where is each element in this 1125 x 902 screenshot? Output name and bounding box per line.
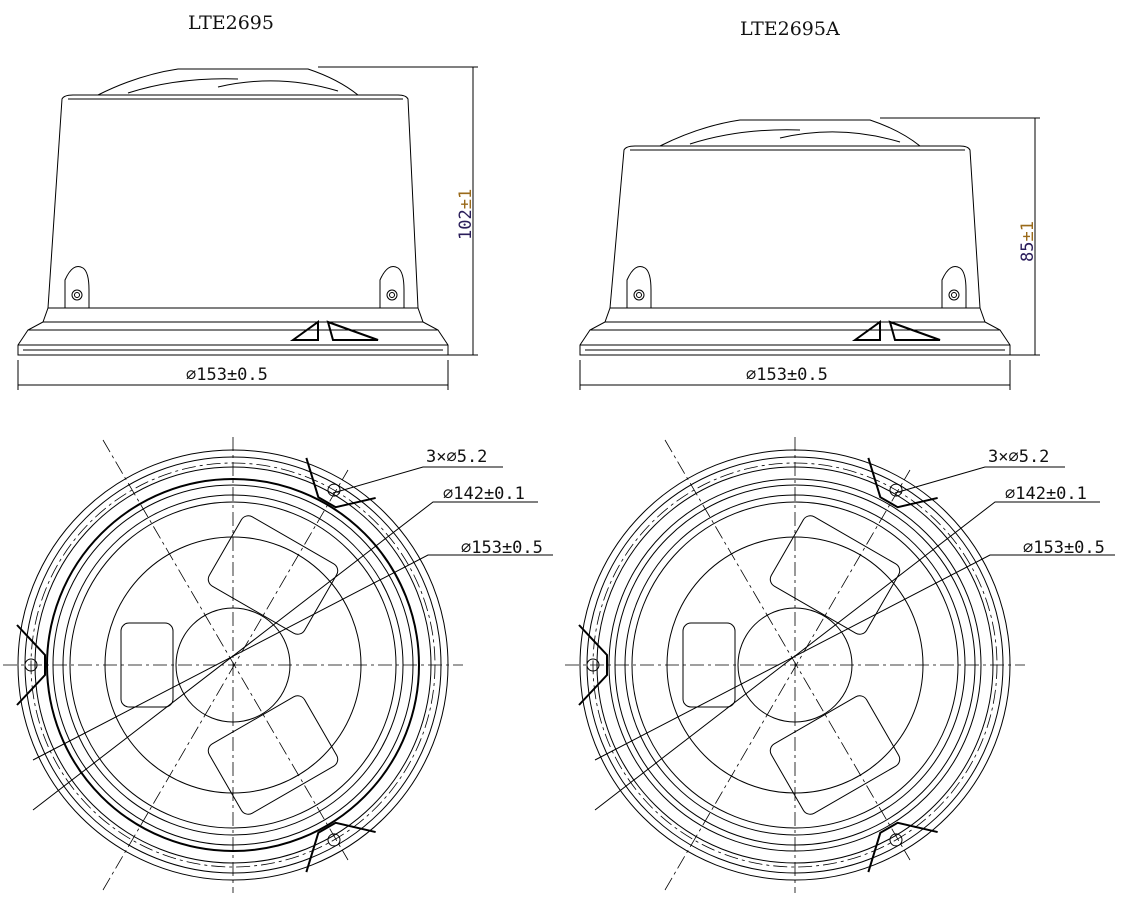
screw-icon [951,292,957,298]
bolt-circle [592,462,998,868]
base-outline [17,307,449,356]
leader-inner [594,501,1100,811]
window-rect [682,622,736,708]
mounting-ear [941,266,967,308]
centerline [102,469,349,891]
window-rect [120,622,174,708]
mounting-tab [867,457,938,509]
screw-icon [386,289,398,301]
diameter-dim-left: ⌀153±0.5 [186,365,268,385]
cap-detail [689,129,901,145]
centerline [664,439,911,861]
outer-ring [596,466,994,864]
center-circle [175,607,291,723]
housing-ring [46,478,420,852]
body-outline [609,145,981,309]
housing-ring [608,478,982,852]
mounting-ear [626,266,652,308]
screw-icon [633,289,645,301]
mounting-ear [64,266,90,308]
screw-icon [389,292,395,298]
leader-holes [332,466,503,494]
height-dim-left: 102±1 [456,189,476,240]
cap-outline [97,68,359,96]
bolt-circle [30,462,436,868]
cap-detail [127,78,339,94]
outer-ring [17,449,449,881]
housing-ring [62,494,404,836]
inner-dia-callout-left: ⌀142±0.1 [443,484,525,504]
height-tol: ±1 [1018,221,1038,242]
outer-dia-callout-left: ⌀153±0.5 [461,538,543,558]
housing-ring [69,501,397,829]
holes-callout-left: 3×⌀5.2 [426,447,488,467]
height-tol: ±1 [456,188,476,210]
diameter-dim-right: ⌀153±0.5 [746,365,828,385]
center-circle [737,607,853,723]
mounting-tab [16,624,46,706]
mounting-hole-icon [889,483,903,497]
leader-outer [594,554,1115,761]
housing-ring [624,494,966,836]
centerline [102,439,349,861]
mounting-hole-icon [327,483,341,497]
inner-ring [104,536,362,794]
housing-ring [631,501,959,829]
leader-inner [32,501,538,811]
window-rect [207,695,339,815]
mounting-tab [867,821,938,873]
screw-icon [74,292,80,298]
mounting-tab [305,457,376,509]
window-rect [769,695,901,815]
height-dim-right: 85±1 [1018,221,1038,262]
inner-ring [666,536,924,794]
outer-ring [34,466,432,864]
inner-dia-callout-right: ⌀142±0.1 [1005,484,1087,504]
window-rect [769,515,901,635]
housing-ring [52,484,414,846]
model-title-lte2695: LTE2695 [188,12,274,34]
clip [851,320,941,341]
screw-icon [636,292,642,298]
outer-dia-callout-right: ⌀153±0.5 [1023,538,1105,558]
leader-holes [894,466,1065,494]
screw-icon [71,289,83,301]
mounting-hole-icon [327,833,341,847]
mounting-hole-icon [24,658,38,672]
mounting-hole-icon [586,658,600,672]
outer-ring [579,449,1011,881]
holes-callout-right: 3×⌀5.2 [988,447,1050,467]
leader-outer [32,554,553,761]
mounting-tab [305,821,376,873]
cap-outline [659,119,921,147]
centerline [664,469,911,891]
clip [289,320,379,341]
mounting-ear [379,266,405,308]
model-title-lte2695a: LTE2695A [740,18,840,40]
mounting-hole-icon [889,833,903,847]
body-outline [47,94,419,309]
housing-ring [614,484,976,846]
base-outline [579,307,1011,356]
height-value: 85 [1018,241,1038,262]
height-value: 102 [456,209,476,240]
screw-icon [948,289,960,301]
window-rect [207,515,339,635]
mounting-tab [578,624,608,706]
